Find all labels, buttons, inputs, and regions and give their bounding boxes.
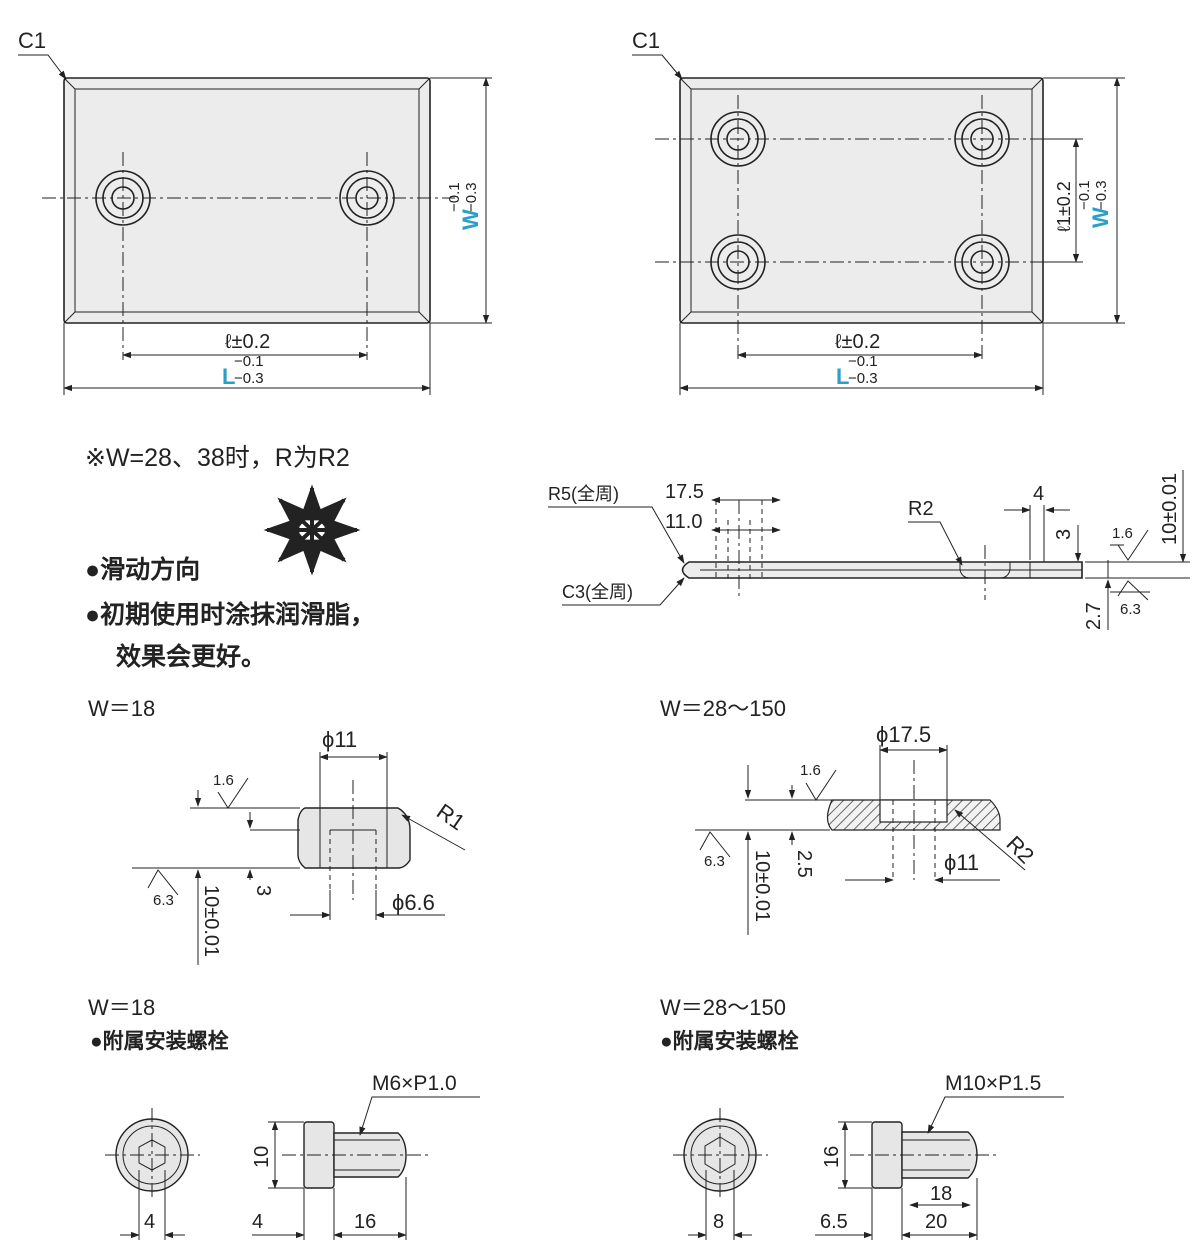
counterbore-hole bbox=[710, 234, 766, 290]
bolt-side-view bbox=[282, 1121, 430, 1189]
phi11-dimension: ϕ11 bbox=[322, 727, 357, 752]
top-left-plan-view: C1 ℓ±0.2 L −0.1 −0.3 W −0.1 −0.3 bbox=[18, 28, 492, 395]
counterbore-hole bbox=[95, 170, 151, 226]
multi-direction-arrows-icon bbox=[263, 484, 361, 576]
roughness-6-3: 6.3 bbox=[153, 892, 174, 909]
plate-chamfer-edge bbox=[74, 88, 420, 313]
plate-outline bbox=[679, 77, 1044, 324]
length-tolerance-lower: −0.3 bbox=[234, 370, 264, 387]
width-tolerance-upper: −0.1 bbox=[1076, 180, 1093, 210]
roughness-1-6: 1.6 bbox=[213, 772, 234, 789]
chamfer-label: C1 bbox=[18, 28, 46, 53]
dim-3: 3 bbox=[252, 885, 274, 896]
bolt-w18-subcaption: ●附属安装螺栓 bbox=[90, 1029, 229, 1053]
head-diameter: 16 bbox=[821, 1146, 843, 1168]
notes-block: ※W=28、38时，R为R2 ●滑动方向 ●初期使用时涂抹润滑脂， 效果会更好。 bbox=[85, 444, 375, 671]
roughness-6-3: 6.3 bbox=[704, 853, 725, 870]
width-tolerance-lower: −0.3 bbox=[1093, 180, 1110, 210]
bolt-w18: W＝18 ●附属安装螺栓 4 M6×P1.0 10 bbox=[88, 995, 480, 1240]
detail-w28-caption: W＝28～150 bbox=[660, 696, 786, 721]
hex-dimension: 8 bbox=[713, 1211, 724, 1233]
width-label: W bbox=[458, 209, 483, 230]
detail-w18: W＝18 ϕ11 ϕ6.6 R1 1.6 6.3 10±0.01 bbox=[88, 696, 470, 965]
hex-dimension: 4 bbox=[144, 1211, 155, 1233]
c3-label: C3(全周) bbox=[562, 582, 633, 602]
dim-11-0: 11.0 bbox=[665, 511, 702, 533]
chamfer-label: C1 bbox=[632, 28, 660, 53]
phi6-6-dimension: ϕ6.6 bbox=[392, 890, 435, 915]
length-label: L bbox=[836, 364, 849, 389]
r2-label: R2 bbox=[1001, 831, 1039, 869]
dim-3: 3 bbox=[1053, 529, 1075, 540]
width-tolerance-lower: −0.3 bbox=[463, 182, 480, 212]
thickness-dimension: 10±0.01 bbox=[751, 850, 773, 922]
dim-2-7: 2.7 bbox=[1083, 602, 1105, 630]
counterbore-hole bbox=[710, 111, 766, 167]
pitch-dimension: ℓ±0.2 bbox=[225, 331, 270, 353]
shank-length: 16 bbox=[354, 1211, 376, 1233]
side-section-view: 17.5 11.0 R5(全周) C3(全周) R2 4 3 1.6 6.3 1… bbox=[548, 470, 1190, 630]
thread-spec: M6×P1.0 bbox=[372, 1072, 457, 1095]
width-label: W bbox=[1088, 207, 1113, 228]
plate-outline bbox=[63, 77, 431, 324]
r1-label: R1 bbox=[432, 799, 469, 836]
top-right-plan-view: C1 ℓ±0.2 L −0.1 −0.3 ℓ1±0.2 W −0.1 −0.3 bbox=[632, 28, 1125, 395]
grease-note-line1: ●初期使用时涂抹润滑脂， bbox=[85, 600, 375, 629]
counterbore-hole bbox=[954, 111, 1010, 167]
head-length: 4 bbox=[252, 1211, 263, 1233]
bolt-w28-caption: W＝28～150 bbox=[660, 995, 786, 1020]
detail-w18-caption: W＝18 bbox=[88, 696, 155, 721]
counterbore-hole bbox=[339, 170, 395, 226]
dim-4: 4 bbox=[1033, 483, 1044, 505]
radius-note: ※W=28、38时，R为R2 bbox=[85, 444, 350, 472]
shank-length: 20 bbox=[925, 1211, 947, 1233]
length-tolerance-upper: −0.1 bbox=[848, 353, 878, 370]
plate-chamfer-edge bbox=[690, 88, 1033, 313]
phi11-dimension: ϕ11 bbox=[944, 850, 979, 875]
bolt-end-view bbox=[105, 1108, 200, 1200]
thread-spec: M10×P1.5 bbox=[945, 1072, 1041, 1095]
roughness-6-3: 6.3 bbox=[1120, 601, 1141, 618]
sliding-direction-note: ●滑动方向 bbox=[85, 555, 200, 584]
length-tolerance-upper: −0.1 bbox=[234, 353, 264, 370]
detail-w28: W＝28～150 ϕ17.5 ϕ11 R2 1.6 6.3 10±0.01 2.… bbox=[660, 696, 1039, 935]
pitch-dimension: ℓ±0.2 bbox=[835, 331, 880, 353]
thickness-dimension: 10±0.01 bbox=[200, 885, 222, 957]
grease-note-line2: 效果会更好。 bbox=[116, 642, 266, 671]
width-tolerance-upper: −0.1 bbox=[446, 182, 463, 212]
dim-17-5: 17.5 bbox=[665, 481, 704, 503]
pitch2-dimension: ℓ1±0.2 bbox=[1054, 181, 1074, 232]
bolt-w18-caption: W＝18 bbox=[88, 995, 155, 1020]
roughness-1-6: 1.6 bbox=[1112, 525, 1133, 542]
thickness-dimension: 10±0.01 bbox=[1159, 473, 1181, 545]
roughness-1-6: 1.6 bbox=[800, 762, 821, 779]
r5-label: R5(全周) bbox=[548, 484, 619, 504]
bolt-end-view bbox=[673, 1108, 768, 1200]
bolt-w28: W＝28～150 ●附属安装螺栓 8 M10×P1.5 16 bbox=[660, 995, 1064, 1240]
bolt-side-view bbox=[850, 1121, 1000, 1189]
length-label: L bbox=[222, 364, 235, 389]
length-tolerance-lower: −0.3 bbox=[848, 370, 878, 387]
r2-label: R2 bbox=[908, 498, 934, 520]
head-diameter: 10 bbox=[251, 1146, 273, 1168]
bolt-w28-subcaption: ●附属安装螺栓 bbox=[660, 1029, 799, 1053]
thread-length: 18 bbox=[930, 1183, 952, 1205]
counterbore-hole bbox=[954, 234, 1010, 290]
head-length: 6.5 bbox=[820, 1211, 848, 1233]
phi17-5-dimension: ϕ17.5 bbox=[876, 722, 931, 747]
dim-2-5: 2.5 bbox=[793, 850, 815, 878]
